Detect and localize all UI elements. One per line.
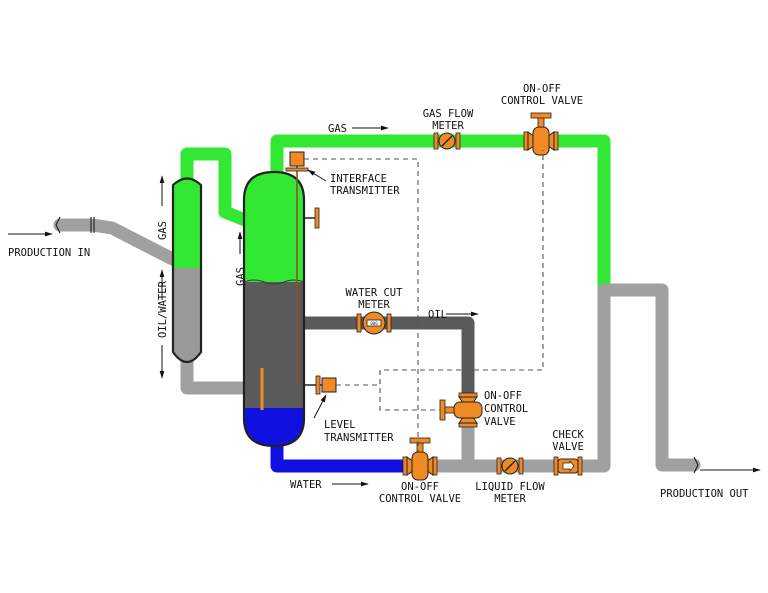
scrubber-liquid-pipe [180, 355, 269, 395]
level-transmitter [304, 375, 337, 395]
interface-leader [307, 169, 327, 182]
water-control-valve [402, 437, 438, 481]
scrubber-outline [171, 177, 203, 364]
oil-valve-label-2: CONTROL [484, 403, 528, 415]
oil-valve-label-3: VALVE [484, 416, 516, 428]
gas-valve-label-1: ON-OFF [523, 83, 561, 95]
liquid-flow-meter-label-1: LIQUID FLOW [475, 481, 545, 493]
vessel-outline [242, 170, 306, 448]
vessel-side-nozzle [304, 207, 320, 229]
scrubber-gas-pipe [180, 147, 282, 239]
gas-flow-meter [433, 132, 461, 150]
gas-flow-meter-label-1: GAS FLOW [423, 108, 474, 120]
separator-vessel [242, 160, 306, 448]
gas-outlet-pipe [270, 134, 611, 299]
level-transmitter-label-2: TRANSMITTER [324, 432, 394, 444]
oil-valve-label-1: ON-OFF [484, 390, 522, 402]
labels: PRODUCTION IN PRODUCTION OUT GAS OIL/WAT… [8, 83, 749, 505]
interface-transmitter-label-2: TRANSMITTER [330, 185, 400, 197]
check-valve-label-1: CHECK [552, 429, 584, 441]
gas-valve-label-2: CONTROL VALVE [501, 95, 583, 107]
water-cut-meter-label-1: WATER CUT [346, 287, 404, 299]
liquid-flow-meter [496, 457, 524, 475]
check-valve [553, 456, 583, 476]
svg-text:000: 000 [370, 321, 378, 326]
check-valve-label-2: VALVE [552, 441, 584, 453]
oil-outlet-pipe [293, 316, 475, 417]
scrubber-gas-section [173, 178, 201, 268]
oil-control-valve [439, 392, 483, 428]
oil-valve-signal-line [379, 370, 440, 411]
interface-transmitter-label-1: INTERFACE [330, 173, 387, 185]
gas-vessel-label: GAS [235, 267, 247, 286]
oil-line-label: OIL [428, 309, 447, 321]
gas-control-valve [523, 112, 559, 156]
liquid-flow-meter-label-2: METER [494, 493, 526, 505]
inlet-scrubber [171, 177, 203, 364]
liquid-outlet-pipe [413, 285, 611, 473]
production-outlet-pipe [597, 283, 701, 472]
scrubber-liquid-section [173, 268, 201, 362]
water-outlet-pipe [270, 433, 427, 473]
interface-transmitter [285, 151, 309, 172]
production-inlet-pipe [53, 218, 197, 275]
gas-scrubber-label: GAS [157, 221, 169, 240]
vessel-water-zone [244, 408, 304, 446]
production-in-label: PRODUCTION IN [8, 247, 90, 259]
gas-flow-meter-label-2: METER [432, 120, 464, 132]
water-line-label: WATER [290, 479, 322, 491]
gas-line-label: GAS [328, 123, 347, 135]
oil-water-scrubber-label: OIL/WATER [157, 280, 169, 338]
interface-signal-line [304, 158, 419, 452]
signal-lines [304, 150, 544, 452]
level-transmitter-label-1: LEVEL [324, 419, 356, 431]
production-out-label: PRODUCTION OUT [660, 488, 749, 500]
vessel-oil-zone [244, 282, 304, 408]
water-cut-meter-label-2: METER [358, 299, 390, 311]
flow-arrows [8, 125, 761, 487]
water-valve-label-1: ON-OFF [401, 481, 439, 493]
level-leader [313, 394, 327, 419]
water-cut-meter: 000 [356, 311, 392, 335]
water-valve-label-2: CONTROL VALVE [379, 493, 461, 505]
pipe-break-marks [55, 216, 699, 474]
vessel-gas-zone [244, 172, 304, 282]
